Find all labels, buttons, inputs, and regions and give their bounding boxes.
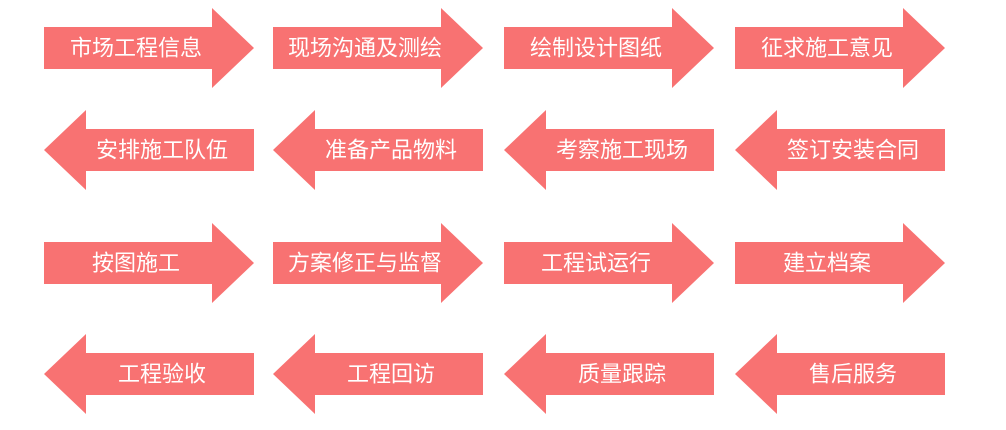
step-label: 工程回访 bbox=[347, 363, 435, 388]
step-site-communication: 现场沟通及测绘 bbox=[273, 8, 483, 88]
arrow-right-icon bbox=[735, 8, 945, 88]
step-inspect-site: 考察施工现场 bbox=[504, 110, 714, 190]
arrow-left-icon bbox=[273, 110, 483, 190]
step-label: 市场工程信息 bbox=[70, 37, 202, 62]
arrow-left-icon bbox=[504, 334, 714, 414]
step-after-sales: 售后服务 bbox=[735, 334, 945, 414]
step-construction-opinion: 征求施工意见 bbox=[735, 8, 945, 88]
step-label: 签订安装合同 bbox=[787, 139, 919, 164]
step-build-by-drawing: 按图施工 bbox=[44, 223, 254, 303]
step-acceptance: 工程验收 bbox=[44, 334, 254, 414]
step-label: 方案修正与监督 bbox=[288, 252, 442, 277]
arrow-right-icon bbox=[44, 8, 254, 88]
arrow-right-icon bbox=[273, 223, 483, 303]
arrow-left-icon bbox=[735, 334, 945, 414]
step-label: 征求施工意见 bbox=[761, 37, 893, 62]
step-label: 按图施工 bbox=[92, 252, 180, 277]
arrow-right-icon bbox=[735, 223, 945, 303]
step-label: 现场沟通及测绘 bbox=[288, 37, 442, 62]
arrow-left-icon bbox=[44, 110, 254, 190]
arrow-left-icon bbox=[44, 334, 254, 414]
step-label: 绘制设计图纸 bbox=[530, 37, 662, 62]
step-quality-tracking: 质量跟踪 bbox=[504, 334, 714, 414]
step-label: 工程验收 bbox=[118, 363, 206, 388]
step-label: 考察施工现场 bbox=[556, 139, 688, 164]
arrow-left-icon bbox=[273, 334, 483, 414]
step-build-archive: 建立档案 bbox=[735, 223, 945, 303]
arrow-right-icon bbox=[504, 223, 714, 303]
arrow-left-icon bbox=[735, 110, 945, 190]
step-label: 售后服务 bbox=[809, 363, 897, 388]
step-sign-contract: 签订安装合同 bbox=[735, 110, 945, 190]
step-arrange-team: 安排施工队伍 bbox=[44, 110, 254, 190]
arrow-right-icon bbox=[44, 223, 254, 303]
step-design-drawing: 绘制设计图纸 bbox=[504, 8, 714, 88]
step-market-research: 市场工程信息 bbox=[44, 8, 254, 88]
step-plan-supervision: 方案修正与监督 bbox=[273, 223, 483, 303]
step-prepare-materials: 准备产品物料 bbox=[273, 110, 483, 190]
step-label: 安排施工队伍 bbox=[96, 139, 228, 164]
step-trial-run: 工程试运行 bbox=[504, 223, 714, 303]
step-label: 工程试运行 bbox=[541, 252, 651, 277]
step-label: 准备产品物料 bbox=[325, 139, 457, 164]
step-label: 质量跟踪 bbox=[578, 363, 666, 388]
arrow-left-icon bbox=[504, 110, 714, 190]
arrow-right-icon bbox=[273, 8, 483, 88]
step-return-visit: 工程回访 bbox=[273, 334, 483, 414]
arrow-right-icon bbox=[504, 8, 714, 88]
step-label: 建立档案 bbox=[783, 252, 871, 277]
